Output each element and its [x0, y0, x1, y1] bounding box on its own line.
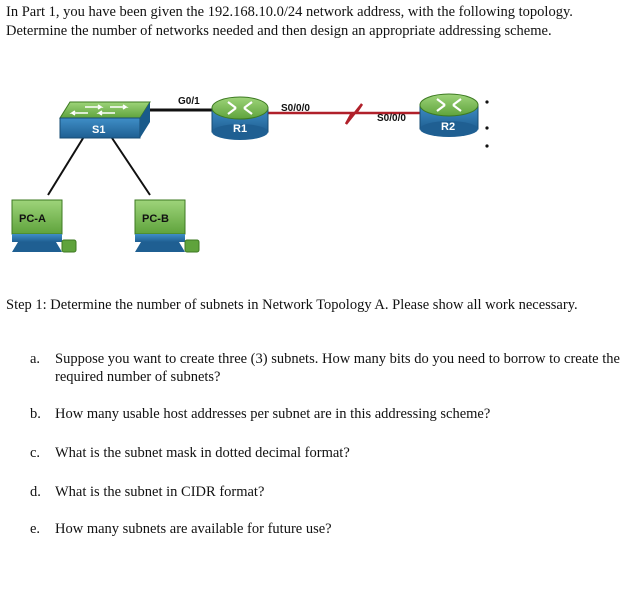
pc-icon — [11, 199, 77, 253]
question-letter: e. — [30, 521, 41, 537]
switch-icon — [59, 101, 151, 139]
router-icon — [419, 93, 489, 148]
r2-s000-label: S0/0/0 — [377, 113, 406, 124]
ethernet-link-s1-pcb — [109, 134, 151, 196]
ethernet-link-s1-pca — [47, 134, 86, 196]
pcb-label: PC-B — [142, 213, 169, 225]
topology-svg: S1 R1 R2 G0/1 S0/0/0 S0/0/0 — [11, 93, 489, 253]
r1-label: R1 — [233, 123, 247, 135]
network-topology-diagram: S1 R1 R2 G0/1 S0/0/0 S0/0/0 — [0, 80, 632, 265]
step1-heading: Step 1: Determine the number of subnets … — [6, 297, 578, 313]
question-text: How many usable host addresses per subne… — [55, 406, 491, 422]
s1-g01-label: G0/1 — [178, 96, 200, 107]
question-text: Suppose you want to create three (3) sub… — [55, 351, 620, 385]
question-text: How many subnets are available for futur… — [55, 521, 332, 537]
s1-label: S1 — [92, 124, 105, 136]
serial-link-r1-r2 — [268, 103, 420, 125]
question-letter: c. — [30, 445, 41, 461]
question-letter: a. — [30, 351, 41, 367]
r2-label: R2 — [441, 121, 455, 133]
intro-paragraph: In Part 1, you have been given the 192.1… — [6, 4, 573, 39]
router-icon — [211, 96, 269, 140]
r1-s000-label: S0/0/0 — [281, 103, 310, 114]
question-letter: d. — [30, 484, 41, 500]
pc-icon — [134, 199, 200, 253]
pca-label: PC-A — [19, 213, 46, 225]
question-text: What is the subnet mask in dotted decima… — [55, 445, 350, 461]
question-letter: b. — [30, 406, 41, 422]
question-text: What is the subnet in CIDR format? — [55, 484, 265, 500]
